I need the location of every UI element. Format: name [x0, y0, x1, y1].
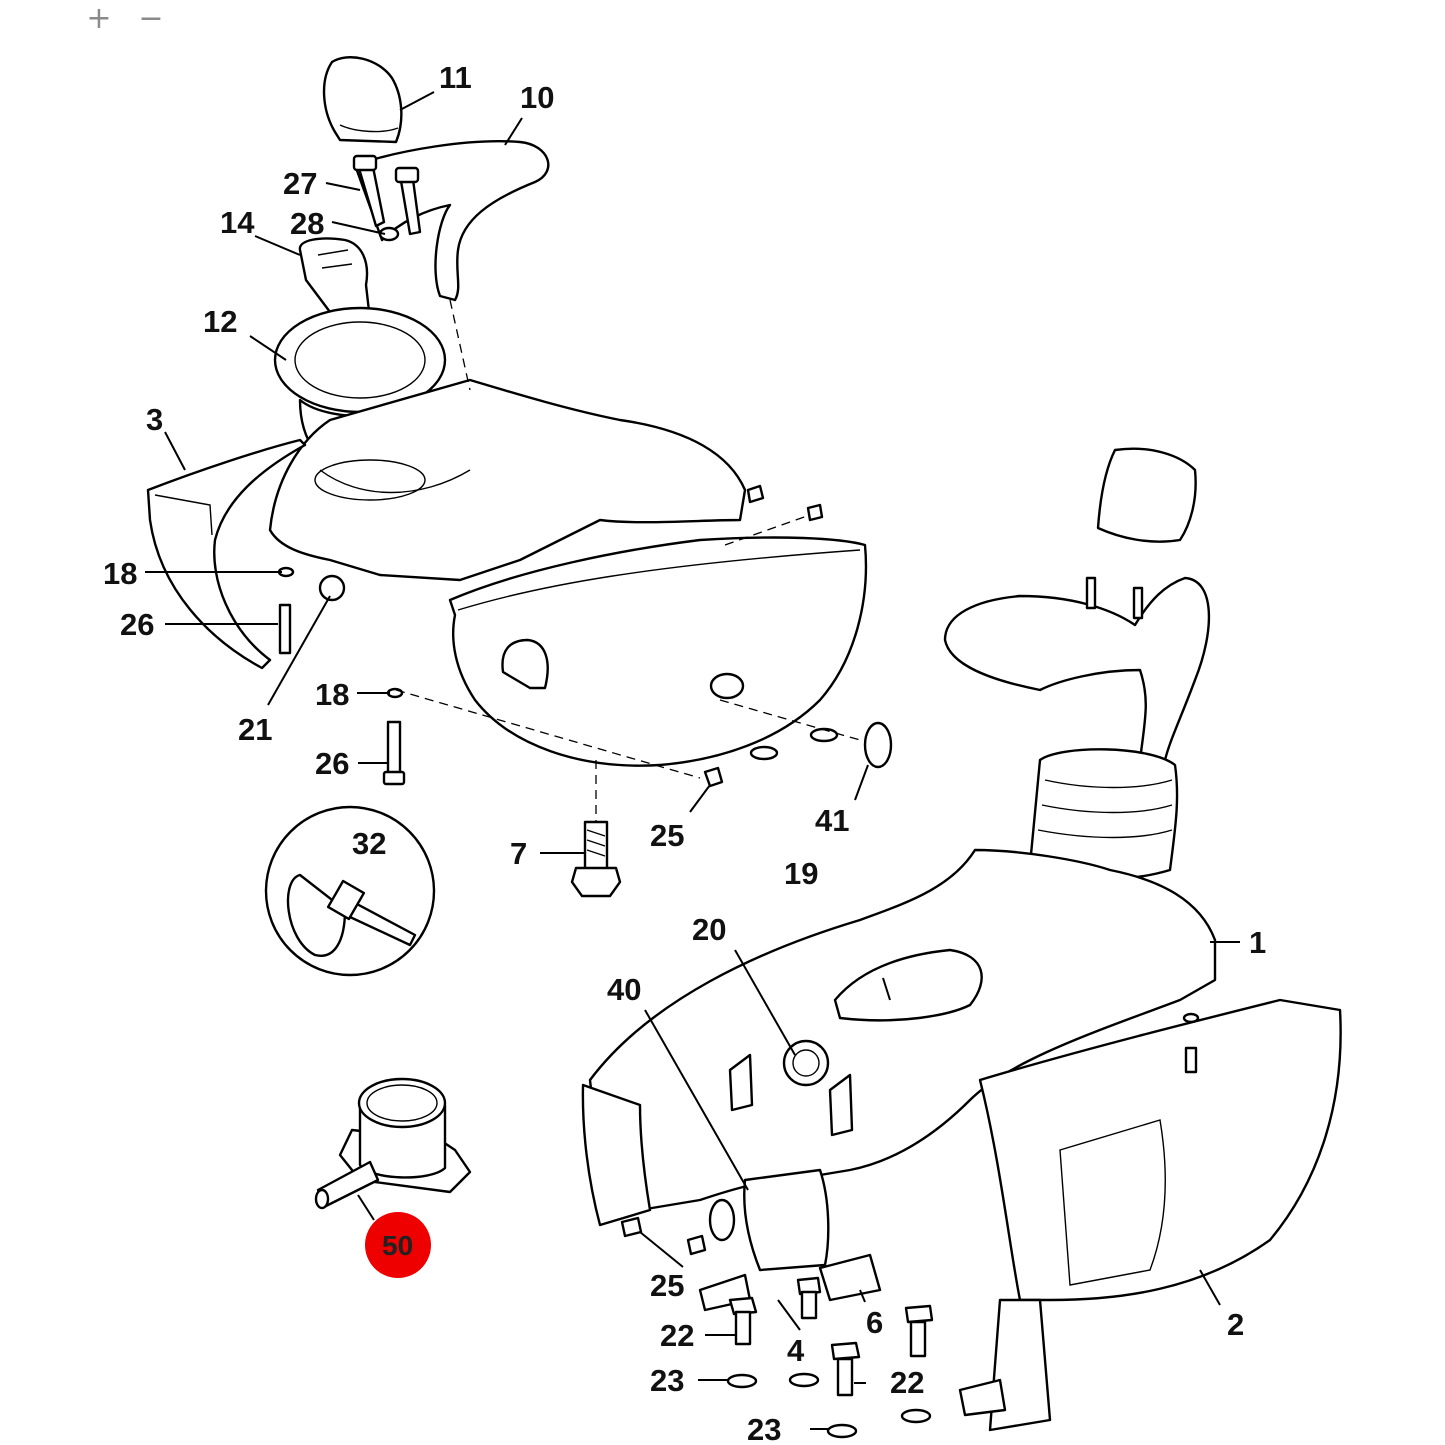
callout-28[interactable]: 28	[290, 206, 324, 241]
callout-23-bottom[interactable]: 23	[747, 1412, 781, 1445]
zoom-controls: + −	[84, 2, 166, 36]
callout-2[interactable]: 2	[1227, 1307, 1244, 1342]
callout-41[interactable]: 41	[815, 803, 849, 838]
zoom-out-button[interactable]: −	[138, 1, 164, 36]
callout-32[interactable]: 32	[352, 826, 386, 861]
callout-10[interactable]: 10	[520, 80, 554, 115]
callout-4[interactable]: 4	[787, 1333, 805, 1368]
lower-console-assembly	[581, 447, 1342, 1439]
leader-lines	[145, 91, 1240, 1430]
callout-3[interactable]: 3	[146, 402, 163, 437]
callout-40[interactable]: 40	[607, 972, 641, 1007]
callout-18-lower[interactable]: 18	[315, 677, 349, 712]
callout-labels: 11 10 27 28 14 12 3 18 26 18 21 26 7 25 …	[103, 60, 1266, 1445]
callout-20[interactable]: 20	[692, 912, 726, 947]
cable-tie-detail	[264, 805, 436, 977]
callout-22-left[interactable]: 22	[660, 1318, 694, 1353]
callout-11[interactable]: 11	[439, 60, 472, 95]
callout-21[interactable]: 21	[238, 712, 272, 747]
callout-1[interactable]: 1	[1249, 925, 1266, 960]
callout-14[interactable]: 14	[220, 205, 255, 240]
callout-26-lower[interactable]: 26	[315, 746, 349, 781]
callout-19[interactable]: 19	[784, 856, 818, 891]
callout-27[interactable]: 27	[283, 166, 317, 201]
callout-25-lower[interactable]: 25	[650, 1268, 684, 1303]
part-50-highlight-marker[interactable]	[365, 1212, 431, 1278]
part-50-boot-flange	[314, 1077, 472, 1210]
callout-7[interactable]: 7	[510, 836, 527, 871]
callout-18-upper[interactable]: 18	[103, 556, 137, 591]
callout-12[interactable]: 12	[203, 304, 237, 339]
callout-6[interactable]: 6	[866, 1305, 883, 1340]
upper-joystick-assembly	[146, 56, 893, 898]
callout-25-upper[interactable]: 25	[650, 818, 684, 853]
zoom-in-button[interactable]: +	[86, 1, 112, 36]
callout-26-upper[interactable]: 26	[120, 607, 154, 642]
callout-50[interactable]: 50	[382, 1230, 413, 1261]
callout-22-right[interactable]: 22	[890, 1365, 924, 1400]
callout-23-left[interactable]: 23	[650, 1363, 684, 1398]
